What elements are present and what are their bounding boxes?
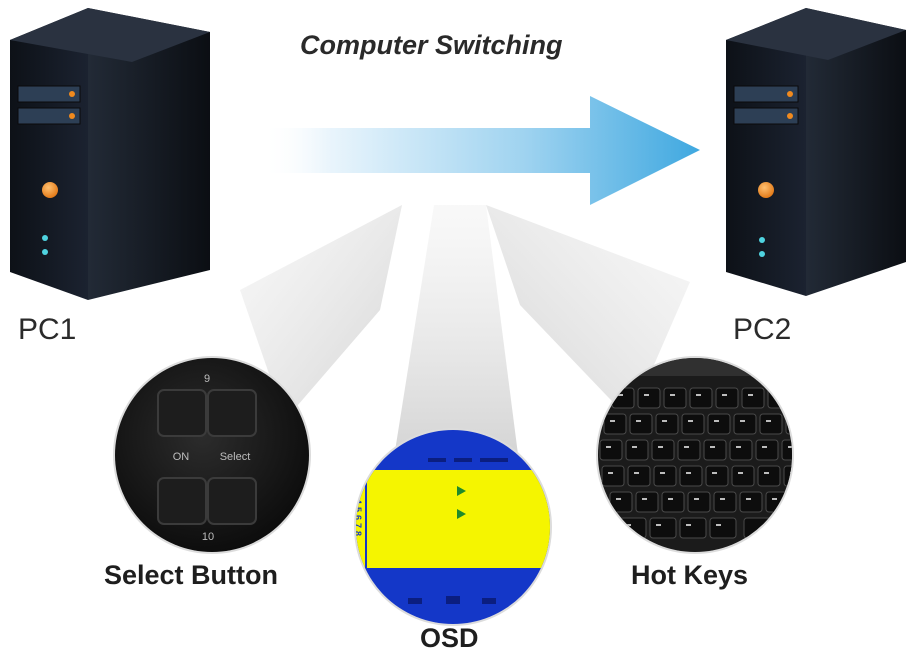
keyboard-key bbox=[604, 414, 626, 434]
keyboard-key bbox=[656, 414, 678, 434]
keyboard-key-glyph bbox=[738, 472, 743, 474]
keyboard-key-glyph bbox=[736, 446, 741, 448]
keyboard-key-glyph bbox=[636, 420, 641, 422]
button-label-9: 9 bbox=[204, 373, 210, 385]
keyboard-key-glyph bbox=[720, 498, 725, 500]
hot-keys-caption: Hot Keys bbox=[631, 560, 748, 591]
keyboard-key bbox=[680, 518, 706, 538]
keyboard-key bbox=[742, 388, 764, 408]
keyboard-key bbox=[626, 440, 648, 460]
keyboard-key bbox=[708, 414, 730, 434]
button-label-on: ON bbox=[173, 451, 190, 463]
keyboard-key bbox=[628, 466, 650, 486]
keyboard-key bbox=[784, 466, 806, 486]
keyboard-key-glyph bbox=[608, 472, 613, 474]
pc1-tower-icon bbox=[10, 8, 210, 300]
keyboard-key-glyph bbox=[658, 446, 663, 448]
keyboard-key-glyph bbox=[748, 394, 753, 396]
osd-yellow-panel bbox=[350, 470, 560, 568]
keyboard-key bbox=[662, 492, 684, 512]
keyboard-key bbox=[650, 518, 676, 538]
keyboard-key bbox=[654, 466, 676, 486]
pc2-label: PC2 bbox=[733, 313, 791, 347]
pc2-power-led-icon bbox=[758, 182, 774, 198]
keyboard-key-glyph bbox=[710, 446, 715, 448]
keyboard-key-glyph bbox=[740, 420, 745, 422]
keyboard-key bbox=[758, 466, 780, 486]
keyboard-key bbox=[630, 414, 652, 434]
keyboard-key bbox=[682, 414, 704, 434]
keyboard-key-glyph bbox=[746, 498, 751, 500]
keyboard-key-glyph bbox=[686, 524, 691, 526]
keyboard-key-glyph bbox=[606, 446, 611, 448]
keyboard-key bbox=[740, 492, 762, 512]
button-9-right bbox=[208, 390, 256, 436]
keyboard-key-glyph bbox=[644, 394, 649, 396]
keyboard-key bbox=[600, 440, 622, 460]
keyboard-key-glyph bbox=[766, 420, 771, 422]
keyboard-key-glyph bbox=[712, 472, 717, 474]
button-10-left bbox=[158, 478, 206, 524]
keyboard-key-glyph bbox=[632, 446, 637, 448]
keyboard-key-glyph bbox=[774, 394, 779, 396]
keyboard-key bbox=[730, 440, 752, 460]
keyboard-key bbox=[652, 440, 674, 460]
keyboard-key-glyph bbox=[642, 498, 647, 500]
keyboard-key-glyph bbox=[688, 420, 693, 422]
switch-arrow bbox=[262, 96, 700, 205]
osd-caption: OSD bbox=[420, 623, 479, 654]
keyboard-key bbox=[664, 388, 686, 408]
keyboard-key-glyph bbox=[716, 524, 721, 526]
keyboard-key-glyph bbox=[772, 498, 777, 500]
keyboard-key bbox=[756, 440, 778, 460]
keyboard-key bbox=[706, 466, 728, 486]
keyboard-key bbox=[710, 518, 736, 538]
pc1-label: PC1 bbox=[18, 313, 76, 347]
keyboard-key-glyph bbox=[792, 420, 797, 422]
keyboard-key-glyph bbox=[610, 420, 615, 422]
keyboard-key bbox=[714, 492, 736, 512]
keyboard-key bbox=[688, 492, 710, 512]
keyboard-key-glyph bbox=[714, 420, 719, 422]
button-10-right bbox=[208, 478, 256, 524]
select-button-caption: Select Button bbox=[104, 560, 278, 591]
keyboard-key bbox=[638, 388, 660, 408]
keyboard-key bbox=[760, 414, 782, 434]
keyboard-key bbox=[734, 414, 756, 434]
keyboard-key-glyph bbox=[686, 472, 691, 474]
keyboard-key-glyph bbox=[660, 472, 665, 474]
button-label-10: 10 bbox=[202, 531, 214, 543]
keyboard-key bbox=[732, 466, 754, 486]
select-button-panel: 9 ON Select 10 bbox=[113, 356, 311, 554]
keyboard-key-glyph bbox=[656, 524, 661, 526]
keyboard-key bbox=[704, 440, 726, 460]
keyboard-key bbox=[678, 440, 700, 460]
keyboard-key bbox=[690, 388, 712, 408]
keyboard-key bbox=[636, 492, 658, 512]
keyboard-key bbox=[716, 388, 738, 408]
page-title: Computer Switching bbox=[300, 30, 563, 61]
pc2-tower-icon bbox=[726, 8, 906, 296]
keyboard-key-glyph bbox=[762, 446, 767, 448]
osd-screen: 12345678 bbox=[350, 425, 560, 630]
keyboard-key-glyph bbox=[684, 446, 689, 448]
keyboard-key-glyph bbox=[696, 394, 701, 396]
keyboard-key-glyph bbox=[722, 394, 727, 396]
keyboard-key-glyph bbox=[668, 498, 673, 500]
keyboard-key-glyph bbox=[662, 420, 667, 422]
keyboard-key-glyph bbox=[616, 498, 621, 500]
keyboard-key-glyph bbox=[634, 472, 639, 474]
pc1-power-led-icon bbox=[42, 182, 58, 198]
keyboard-key-glyph bbox=[694, 498, 699, 500]
button-label-select: Select bbox=[220, 451, 251, 463]
keyboard-key-glyph bbox=[764, 472, 769, 474]
keyboard-key bbox=[602, 466, 624, 486]
button-9-left bbox=[158, 390, 206, 436]
keyboard-key-glyph bbox=[670, 394, 675, 396]
keyboard-key bbox=[680, 466, 702, 486]
